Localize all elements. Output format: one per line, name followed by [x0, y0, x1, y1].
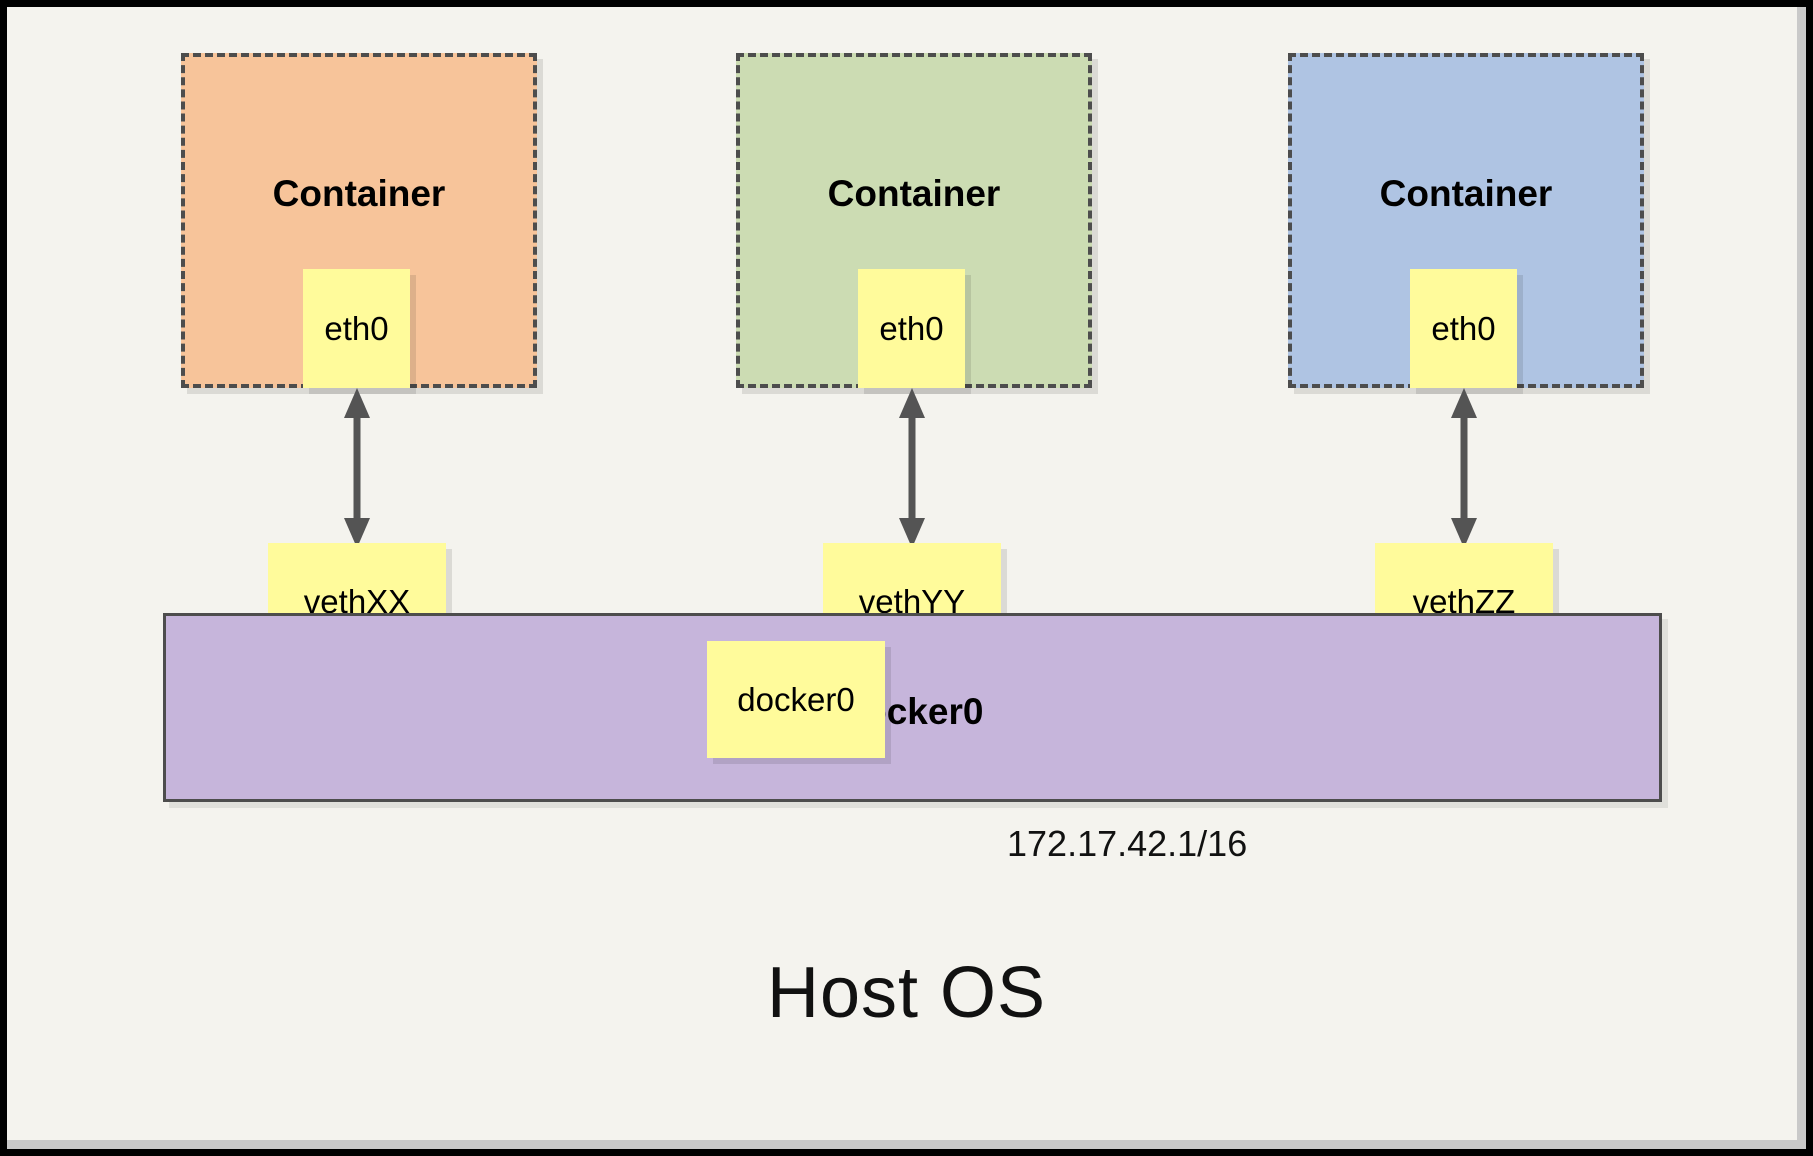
container-title-1: Container — [272, 173, 446, 214]
container-title-2: Container — [827, 173, 1001, 214]
container-eth0-box-3: eth0 — [1410, 269, 1517, 388]
docker0-bridge-bar: docker0 — [163, 613, 1662, 802]
container-eth0-label-1: eth0 — [324, 309, 389, 347]
docker0-interface-box: docker0 — [707, 641, 885, 758]
container-eth0-label-3: eth0 — [1431, 309, 1496, 347]
container-box-2: Container — [736, 53, 1092, 388]
docker0-bridge-label: docker0 — [841, 691, 984, 732]
container-eth0-box-2: eth0 — [858, 269, 965, 388]
surface-bevel-bottom — [7, 1140, 1806, 1149]
container-eth0-box-1: eth0 — [303, 269, 410, 388]
docker0-ip-address: 172.17.42.1/16 — [1007, 823, 1248, 864]
veth-link-arrow-3 — [1451, 388, 1477, 548]
host-os-label: Host OS — [766, 953, 1047, 1033]
container-title-3: Container — [1379, 173, 1553, 214]
veth-link-arrow-2 — [899, 388, 925, 548]
diagram-surface: Container eth0 vethXX Container eth0 — [7, 7, 1806, 1149]
docker0-interface-label: docker0 — [737, 680, 855, 718]
container-eth0-label-2: eth0 — [879, 309, 944, 347]
surface-bevel-right — [1797, 7, 1806, 1149]
veth-link-arrow-1 — [344, 388, 370, 548]
